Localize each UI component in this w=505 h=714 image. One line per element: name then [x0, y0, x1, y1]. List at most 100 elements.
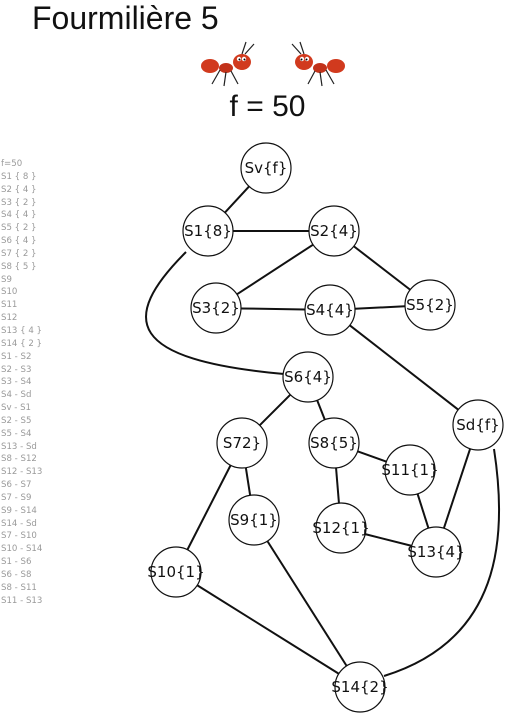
node-s13: S13{4} — [407, 526, 465, 578]
edge-s7-s9 — [244, 467, 252, 496]
sidebar-line: S7 - S10 — [1, 531, 37, 542]
sidebar-line: S6 { 4 } — [1, 236, 37, 247]
node-label: S4{4} — [306, 301, 354, 319]
sidebar-line: S3 - S4 — [1, 377, 32, 388]
sidebar-line: S1 - S2 — [1, 351, 32, 362]
sidebar-line: S8 - S11 — [1, 582, 37, 593]
edge-s10-s14 — [196, 584, 340, 675]
edge-s1-s6 — [145, 251, 285, 375]
sidebar-line: S14 - Sd — [1, 518, 37, 529]
sidebar-line: S9 - S14 — [1, 505, 37, 516]
edge-sv-s1 — [224, 185, 250, 214]
edge-s6-s7 — [258, 393, 292, 427]
node-s8: S8{5} — [308, 417, 360, 469]
node-s14: S14{2} — [331, 661, 389, 713]
node-label: Sv{f} — [245, 159, 288, 177]
node-label: S1{8} — [184, 222, 232, 240]
edge-s6-s8 — [316, 399, 326, 421]
flow-value: f = 50 — [229, 90, 306, 123]
node-s12: S12{1} — [312, 502, 370, 554]
edge-s13-sd — [442, 448, 472, 529]
sidebar-line: S9 — [1, 274, 12, 285]
sidebar-line: S10 — [1, 287, 18, 298]
sidebar-line: S5 { 2 } — [1, 223, 37, 234]
node-label: Sd{f} — [456, 416, 499, 434]
node-circle — [190, 282, 242, 334]
edge-s9-s14 — [266, 540, 348, 667]
sidebar-line: Sv - S1 — [1, 403, 32, 414]
node-circle — [308, 417, 360, 469]
node-circle — [410, 526, 462, 578]
sidebar-line: S1 { 8 } — [1, 171, 37, 182]
edge-s3-s4 — [240, 307, 306, 311]
node-circle — [282, 351, 334, 403]
sidebar-line: S11 — [1, 300, 18, 311]
edge-s11-s13 — [416, 493, 430, 529]
node-sd: Sd{f} — [452, 399, 504, 451]
node-s1: S1{8} — [182, 205, 234, 257]
node-label: S2{4} — [310, 222, 358, 240]
node-label: S9{1} — [230, 511, 278, 529]
sidebar-line: S8 { 5 } — [1, 261, 37, 272]
ant-icon — [291, 41, 345, 87]
node-s6: S6{4} — [282, 351, 334, 403]
node-s7: S72} — [216, 417, 268, 469]
node-circle — [240, 142, 292, 194]
edge-s4-sd — [349, 324, 459, 411]
node-circle — [404, 279, 456, 331]
sidebar-line: S11 - S13 — [1, 595, 43, 606]
node-circle — [216, 417, 268, 469]
sidebar-line: S4 - Sd — [1, 390, 32, 401]
sidebar-line: S2 { 4 } — [1, 184, 37, 195]
node-s10: S10{1} — [147, 546, 205, 598]
node-label: S11{1} — [381, 461, 438, 479]
ants-illustration — [201, 41, 345, 87]
sidebar-line: S12 — [1, 313, 18, 324]
node-circle — [384, 444, 436, 496]
node-label: S6{4} — [284, 368, 332, 386]
edge-s8-s11 — [357, 450, 387, 463]
edge-s2-s5 — [353, 245, 411, 291]
edge-s2-s3 — [236, 243, 314, 296]
sidebar-line: S14 { 2 } — [1, 338, 42, 349]
node-label: S12{1} — [312, 519, 369, 537]
edge-s8-s12 — [335, 467, 340, 504]
sidebar-line: S13 { 4 } — [1, 325, 42, 336]
sidebar-list: f=50 S1 { 8 } S2 { 4 } S3 { 2 } S4 { 4 } S5 {… — [1, 158, 42, 608]
edge-s4-s5 — [354, 305, 406, 310]
node-label: S10{1} — [147, 563, 204, 581]
node-label: S5{2} — [406, 296, 454, 314]
sidebar-line: S8 - S12 — [1, 454, 37, 465]
sidebar-line: f=50 — [1, 159, 23, 169]
node-circle — [334, 661, 386, 713]
node-label: S72} — [223, 434, 261, 452]
node-s11: S11{1} — [381, 444, 439, 496]
sidebar-line: S5 - S4 — [1, 428, 32, 439]
node-circle — [182, 205, 234, 257]
node-circle — [315, 502, 367, 554]
ant-icon — [201, 41, 255, 87]
sidebar-line: S2 - S3 — [1, 364, 32, 375]
node-s3: S3{2} — [190, 282, 242, 334]
sidebar-line: S4 { 4 } — [1, 210, 37, 221]
sidebar-line: S13 - Sd — [1, 441, 37, 452]
node-circle — [308, 205, 360, 257]
sidebar-line: S3 { 2 } — [1, 197, 37, 208]
sidebar-line: S6 - S8 — [1, 570, 32, 580]
node-label: S13{4} — [407, 543, 464, 561]
node-s2: S2{4} — [308, 205, 360, 257]
node-label: S14{2} — [331, 678, 388, 696]
node-s4: S4{4} — [304, 284, 356, 336]
sidebar-line: S1 - S6 — [1, 557, 32, 568]
sidebar-line: S10 - S14 — [1, 544, 43, 555]
node-circle — [150, 546, 202, 598]
sidebar-line: S2 - S5 — [1, 415, 32, 426]
sidebar-line: S7 { 2 } — [1, 248, 37, 259]
sidebar-line: S12 - S13 — [1, 467, 43, 478]
node-circle — [452, 399, 504, 451]
sidebar-line: S7 - S9 — [1, 492, 32, 503]
edge-s12-s13 — [364, 533, 413, 547]
node-sv: Sv{f} — [240, 142, 292, 194]
